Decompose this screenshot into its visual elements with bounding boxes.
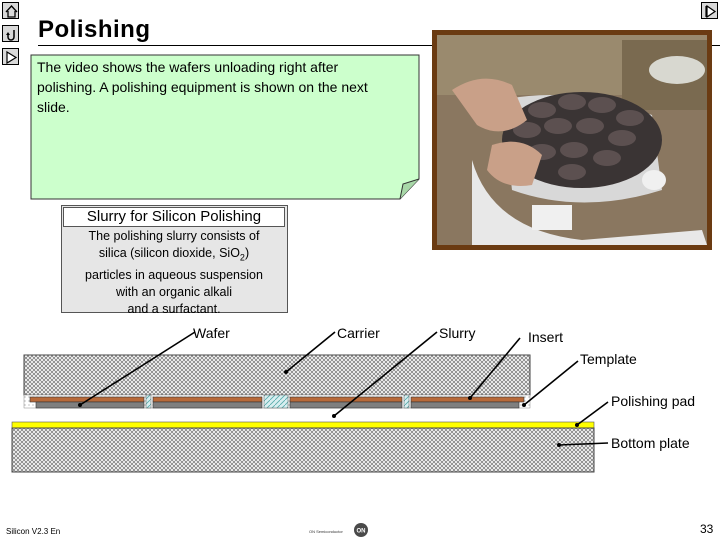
wafer-shape: [410, 396, 525, 403]
wafer-base-shape: [35, 401, 145, 409]
carrier-shape: [23, 354, 531, 396]
slurry-line: The polishing slurry consists of: [88, 229, 260, 243]
polishing-pad-pointer: [576, 401, 609, 426]
wafer-label: Wafer: [193, 325, 230, 341]
bottom-plate-label: Bottom plate: [611, 435, 690, 451]
slurry-line: and a surfactant.: [127, 301, 221, 316]
slurry-description: The polishing slurry consists of silica …: [65, 228, 283, 318]
page-title: Polishing: [38, 16, 151, 43]
slurry-line: silica (silicon dioxide, SiO2): [65, 245, 283, 267]
polishing-cross-section-diagram: [11, 331, 609, 473]
insert-shape: [263, 394, 289, 409]
wafer-pointer: [79, 331, 196, 406]
slurry-line: with an organic alkali: [115, 284, 233, 299]
prev-icon: [705, 4, 717, 19]
prev-button[interactable]: [701, 2, 718, 19]
slurry-pointer: [333, 331, 438, 417]
note-text: The video shows the wafers unloading rig…: [37, 59, 368, 115]
insert-shape: [145, 394, 152, 409]
slurry-label: Slurry: [439, 325, 476, 341]
insert-label: Insert: [528, 329, 564, 345]
polishing-pad-shape: [11, 421, 595, 429]
page-number: 33: [700, 522, 714, 536]
slurry-line-text: ): [244, 246, 250, 260]
bottom-plate-shape: [11, 427, 595, 473]
insert-shape: [403, 394, 410, 409]
next-icon: [6, 50, 18, 65]
wafer-base-shape: [152, 401, 263, 409]
course-footer: Silicon V2.3 En: [6, 527, 61, 536]
logo-text: ON Semiconductor: [309, 529, 343, 534]
template-pointer: [523, 360, 579, 406]
on-semiconductor-logo: ON Semiconductor ON: [309, 523, 368, 537]
slurry-line: particles in aqueous suspension: [85, 267, 263, 282]
template-label: Template: [580, 351, 637, 367]
wafer-base-shape: [410, 401, 520, 409]
wafer-shape: [289, 396, 403, 403]
slurry-heading: Slurry for Silicon Polishing: [63, 207, 285, 227]
wafer-shape: [152, 396, 263, 403]
note-box: [30, 54, 420, 200]
next-button[interactable]: [2, 48, 19, 65]
return-button[interactable]: [2, 25, 19, 42]
home-button[interactable]: [2, 2, 19, 19]
wafer-base-shape: [289, 401, 403, 409]
title-divider: [38, 45, 720, 46]
home-icon: [5, 5, 18, 18]
video-still-image[interactable]: [432, 30, 712, 250]
logo-mark: ON: [357, 529, 366, 535]
bottom-plate-pointer: [558, 442, 609, 446]
subscript: 2: [239, 252, 245, 263]
return-icon: [6, 30, 15, 41]
polishing-pad-label: Polishing pad: [611, 393, 696, 409]
carrier-pointer: [285, 331, 336, 373]
slurry-line-text: silica (silicon dioxide, SiO: [98, 246, 240, 260]
insert-pointer: [469, 337, 521, 399]
carrier-label: Carrier: [337, 325, 380, 341]
